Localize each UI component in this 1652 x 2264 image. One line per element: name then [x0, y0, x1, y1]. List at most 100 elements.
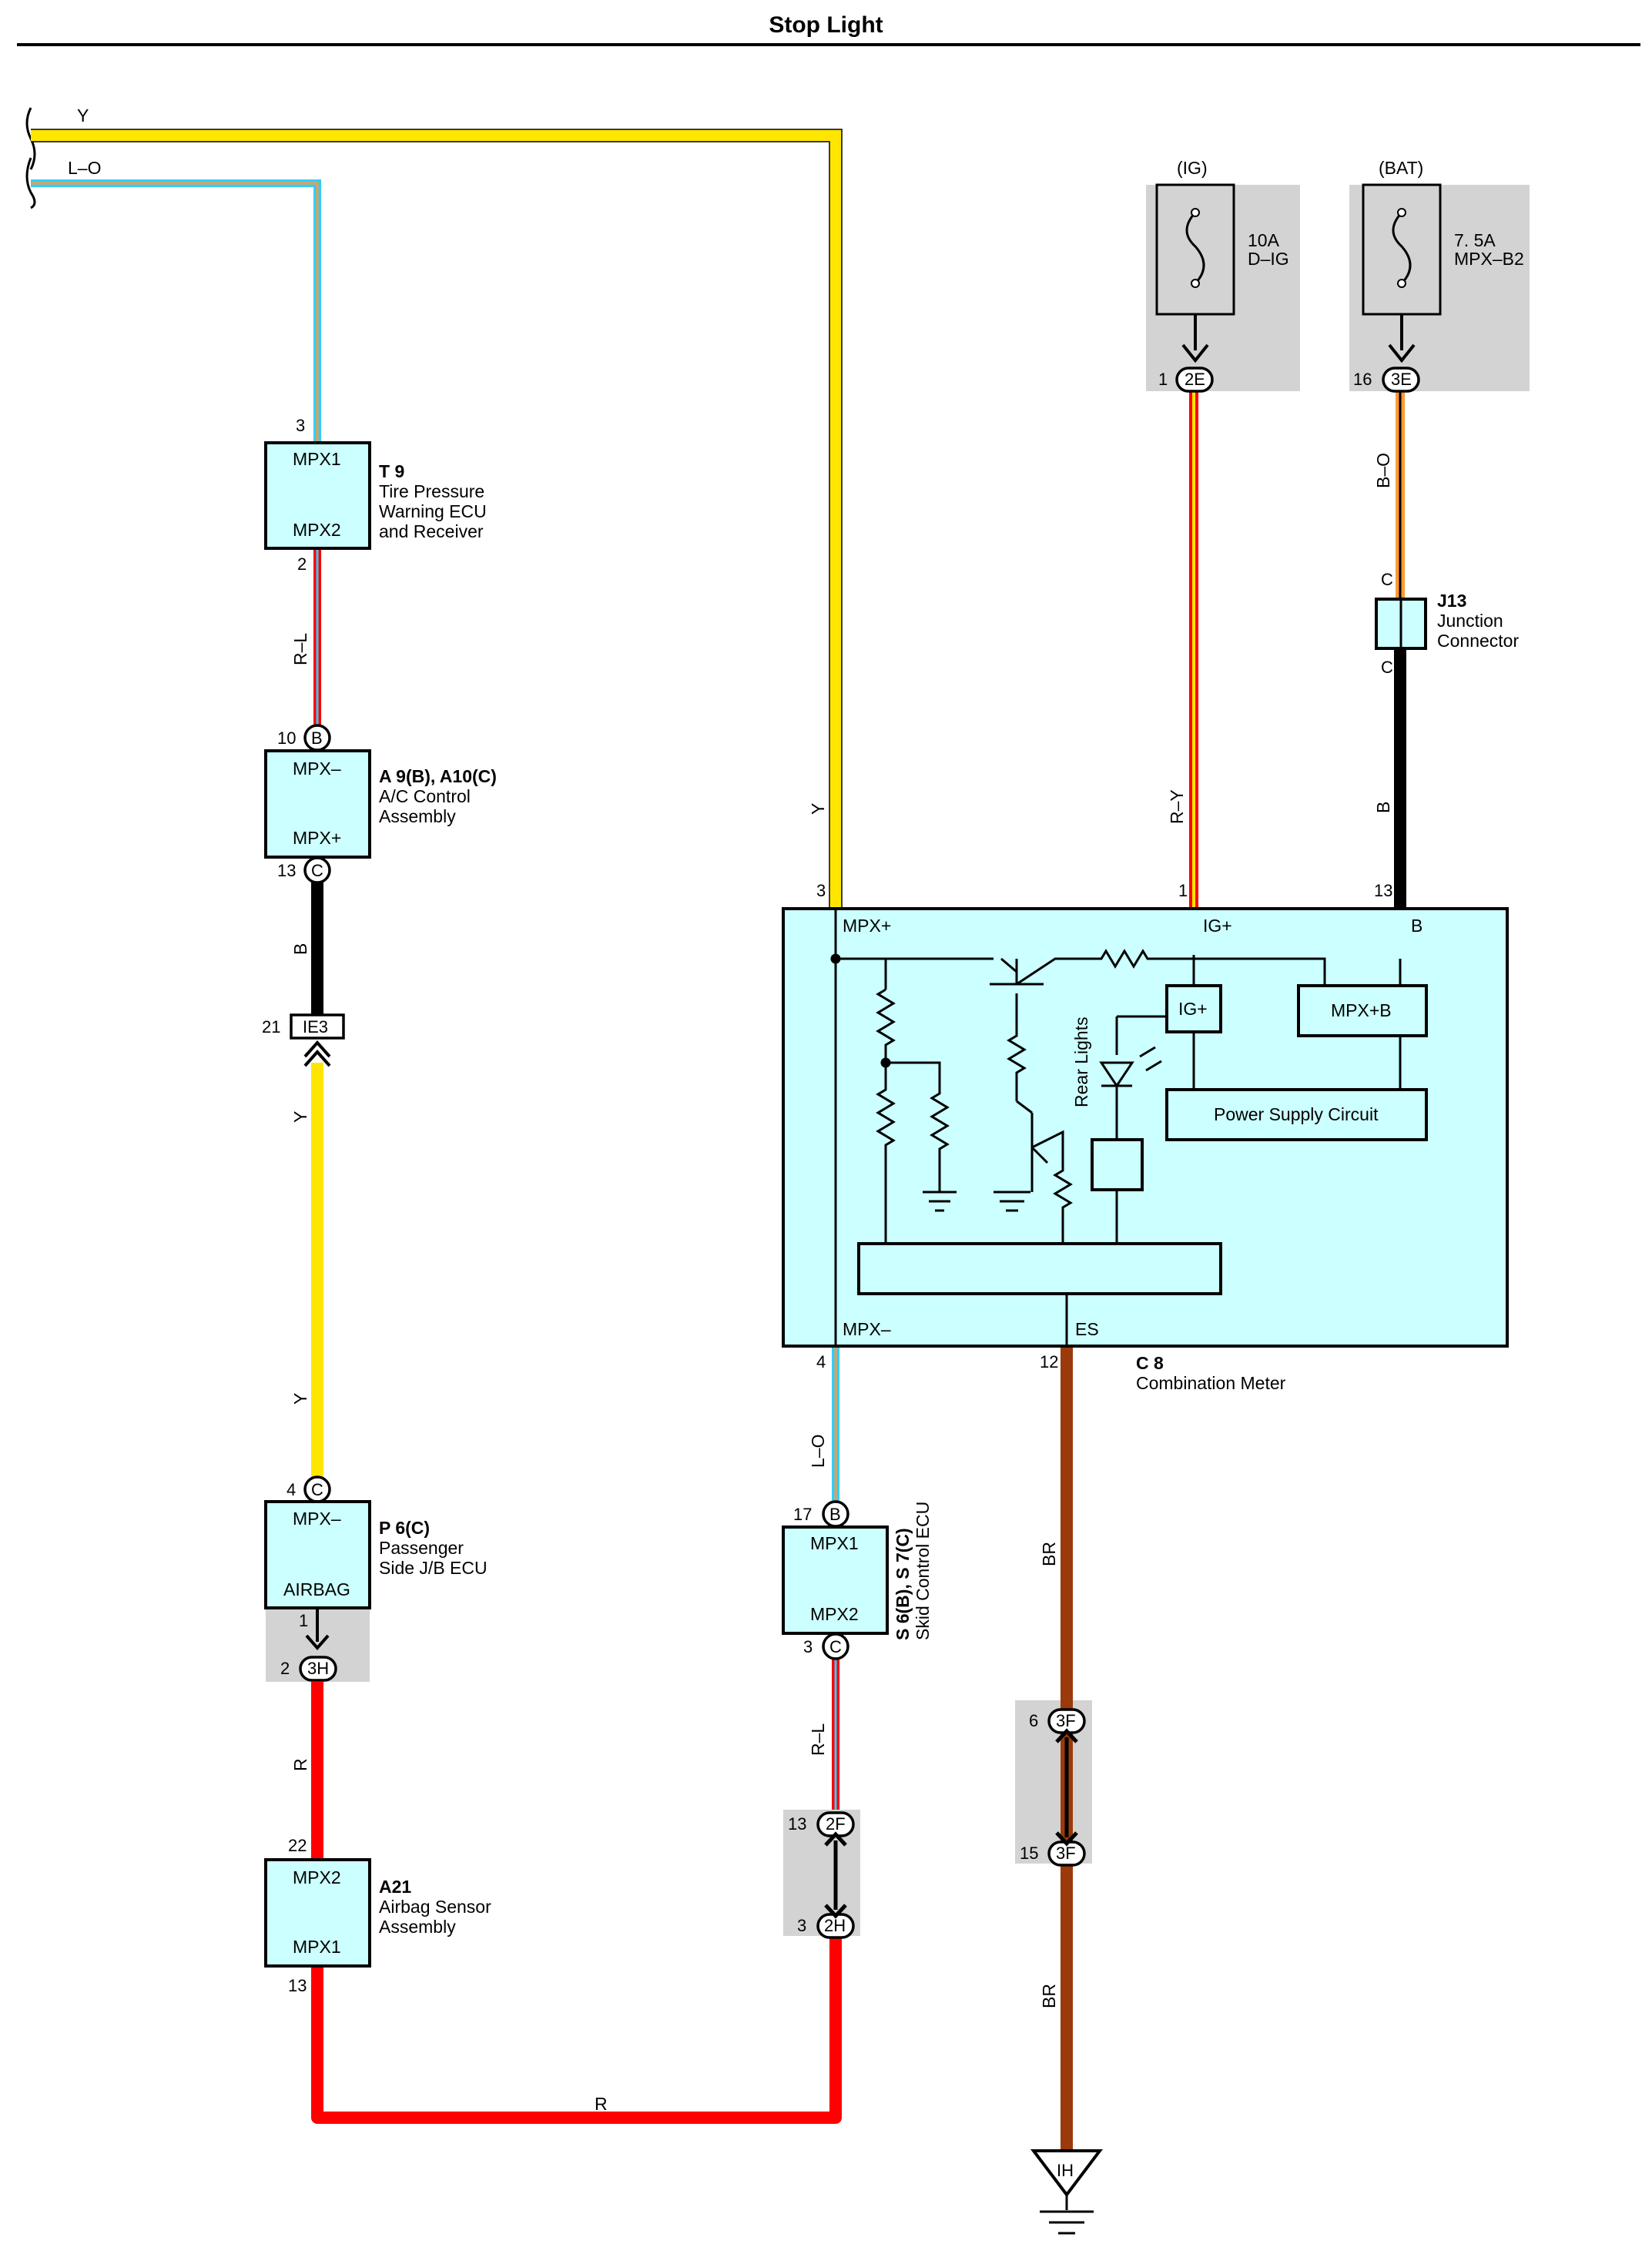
wire-label-y-p6: Y: [290, 1393, 310, 1405]
t9-box: [264, 441, 371, 550]
ie3-pin: 21: [262, 1017, 280, 1037]
a9-bottom: MPX+: [293, 828, 341, 848]
j13-desc2: Connector: [1437, 631, 1519, 651]
c8-ig-box: [1165, 984, 1222, 1033]
wire-label-b-a9: B: [290, 943, 310, 955]
fuse-bat-rating: 7. 5A: [1454, 230, 1496, 250]
a21-desc1: Airbag Sensor: [379, 1897, 491, 1917]
fuse-ig-source: (IG): [1177, 158, 1208, 178]
fuse-ig: [1155, 183, 1235, 393]
wire-label-y-top: Y: [77, 105, 89, 126]
s6-id: S 6(B), S 7(C): [893, 1528, 913, 1640]
wire-y-top: [31, 129, 842, 909]
ground-symbol: [1030, 2149, 1104, 2198]
p6-pin-top: 4: [287, 1480, 296, 1499]
fuse-ig-pin: 1: [1158, 370, 1168, 389]
wire-label-lo-top: L–O: [68, 158, 101, 178]
c8-psc-box: [1165, 1088, 1428, 1141]
c8-term-b: B: [1411, 916, 1422, 936]
fuse-ig-conn: 2E: [1185, 370, 1205, 389]
j13-desc1: Junction: [1437, 611, 1503, 631]
wire-label-r-bottom: R: [595, 2094, 608, 2114]
a21-pin-bottom: 13: [288, 1976, 307, 1995]
c8-mpxb-label: MPX+B: [1331, 1000, 1392, 1020]
jb2-conn-bottom: 2H: [824, 1916, 846, 1935]
p6-top: MPX–: [293, 1509, 341, 1529]
wire-label-bo: B–O: [1373, 453, 1393, 488]
c8-pin-es: 12: [1040, 1352, 1058, 1371]
a21-pin-top: 22: [288, 1836, 307, 1855]
wire-label-ry: R–Y: [1167, 789, 1187, 824]
jb3-pin-bottom: 15: [1020, 1844, 1038, 1863]
fuse-bat-pin: 16: [1353, 370, 1372, 389]
fuse-bat-name: MPX–B2: [1454, 249, 1524, 269]
wire-break-mark: [25, 107, 36, 209]
a9-desc2: Assembly: [379, 806, 456, 826]
fuse-ig-name: D–IG: [1248, 249, 1289, 269]
wire-label-br-bottom: BR: [1039, 1984, 1059, 2008]
s6-pin-bottom: 3: [803, 1637, 813, 1656]
page-title: Stop Light: [769, 12, 883, 38]
t9-bottom: MPX2: [293, 520, 341, 540]
c8-desc: Combination Meter: [1136, 1373, 1286, 1393]
c8-term-mpx-plus: MPX+: [843, 916, 891, 936]
title-rule: [17, 43, 1640, 46]
a9-pin-bottom: 13: [277, 861, 296, 880]
s6-desc: Skid Control ECU: [913, 1502, 933, 1640]
wire-label-b-j13: B: [1373, 802, 1393, 813]
t9-desc3: and Receiver: [379, 521, 484, 541]
wire-label-lo-c8: L–O: [808, 1435, 828, 1468]
a21-box: [264, 1858, 371, 1968]
p6-id: P 6(C): [379, 1518, 430, 1538]
wire-lo-top: [31, 179, 321, 443]
fuse-ig-rating: 10A: [1248, 230, 1280, 250]
c8-internal-circuit: [830, 909, 1402, 1346]
wire-label-rl-t9: R–L: [290, 633, 310, 665]
c8-cpu-box: [857, 1242, 1222, 1295]
a9-id: A 9(B), A10(C): [379, 766, 497, 786]
a21-bottom: MPX1: [293, 1937, 341, 1957]
a9-pin-top: 10: [277, 728, 296, 748]
s6-conn-bottom: C: [829, 1637, 842, 1656]
s6-box: [782, 1526, 889, 1635]
t9-desc2: Warning ECU: [379, 501, 487, 521]
wire-label-rl-s6: R–L: [808, 1723, 828, 1756]
s6-pin-top: 17: [793, 1505, 812, 1524]
p6-jb-conn: 3H: [307, 1659, 329, 1678]
s6-top: MPX1: [810, 1533, 859, 1553]
c8-pin-mpx-plus: 3: [816, 881, 826, 900]
a9-top: MPX–: [293, 759, 341, 779]
c8-pin-mpx-minus: 4: [816, 1352, 826, 1371]
j13-pin-top: C: [1381, 570, 1393, 589]
ie3-label: IE3: [303, 1017, 328, 1037]
s6-bottom: MPX2: [810, 1604, 859, 1624]
p6-pin-bottom: 1: [299, 1611, 308, 1630]
ie3-connector: [290, 1013, 345, 1040]
c8-term-mpx-minus: MPX–: [843, 1319, 891, 1339]
a9-box: [264, 749, 371, 859]
c8-mpxb-box: [1297, 984, 1428, 1037]
c8-id: C 8: [1136, 1353, 1164, 1373]
wire-label-br-top: BR: [1039, 1542, 1059, 1566]
wire-lo-top-stripe: [31, 182, 319, 443]
j13-id: J13: [1437, 591, 1466, 611]
c8-psc-label: Power Supply Circuit: [1214, 1104, 1379, 1124]
t9-id: T 9: [379, 461, 404, 481]
a21-desc2: Assembly: [379, 1917, 456, 1937]
c8-term-ig-plus: IG+: [1203, 916, 1232, 936]
jb3-conn-top: 3F: [1056, 1711, 1076, 1730]
p6-desc2: Side J/B ECU: [379, 1558, 488, 1578]
c8-pin-ig-plus: 1: [1178, 881, 1188, 900]
p6-desc1: Passenger: [379, 1538, 464, 1558]
wire-label-y-ie3: Y: [290, 1111, 310, 1123]
a21-top: MPX2: [293, 1867, 341, 1887]
fuse-bat-conn: 3E: [1391, 370, 1412, 389]
t9-pin-top: 3: [296, 416, 305, 435]
a9-desc1: A/C Control: [379, 786, 471, 806]
c8-rear-lights: Rear Lights: [1071, 1016, 1091, 1107]
a9-conn-bottom: C: [311, 861, 323, 880]
a21-id: A21: [379, 1877, 411, 1897]
jb2-pin-bottom: 3: [797, 1916, 806, 1935]
t9-top: MPX1: [293, 449, 341, 469]
s6-conn-top: B: [829, 1505, 841, 1524]
